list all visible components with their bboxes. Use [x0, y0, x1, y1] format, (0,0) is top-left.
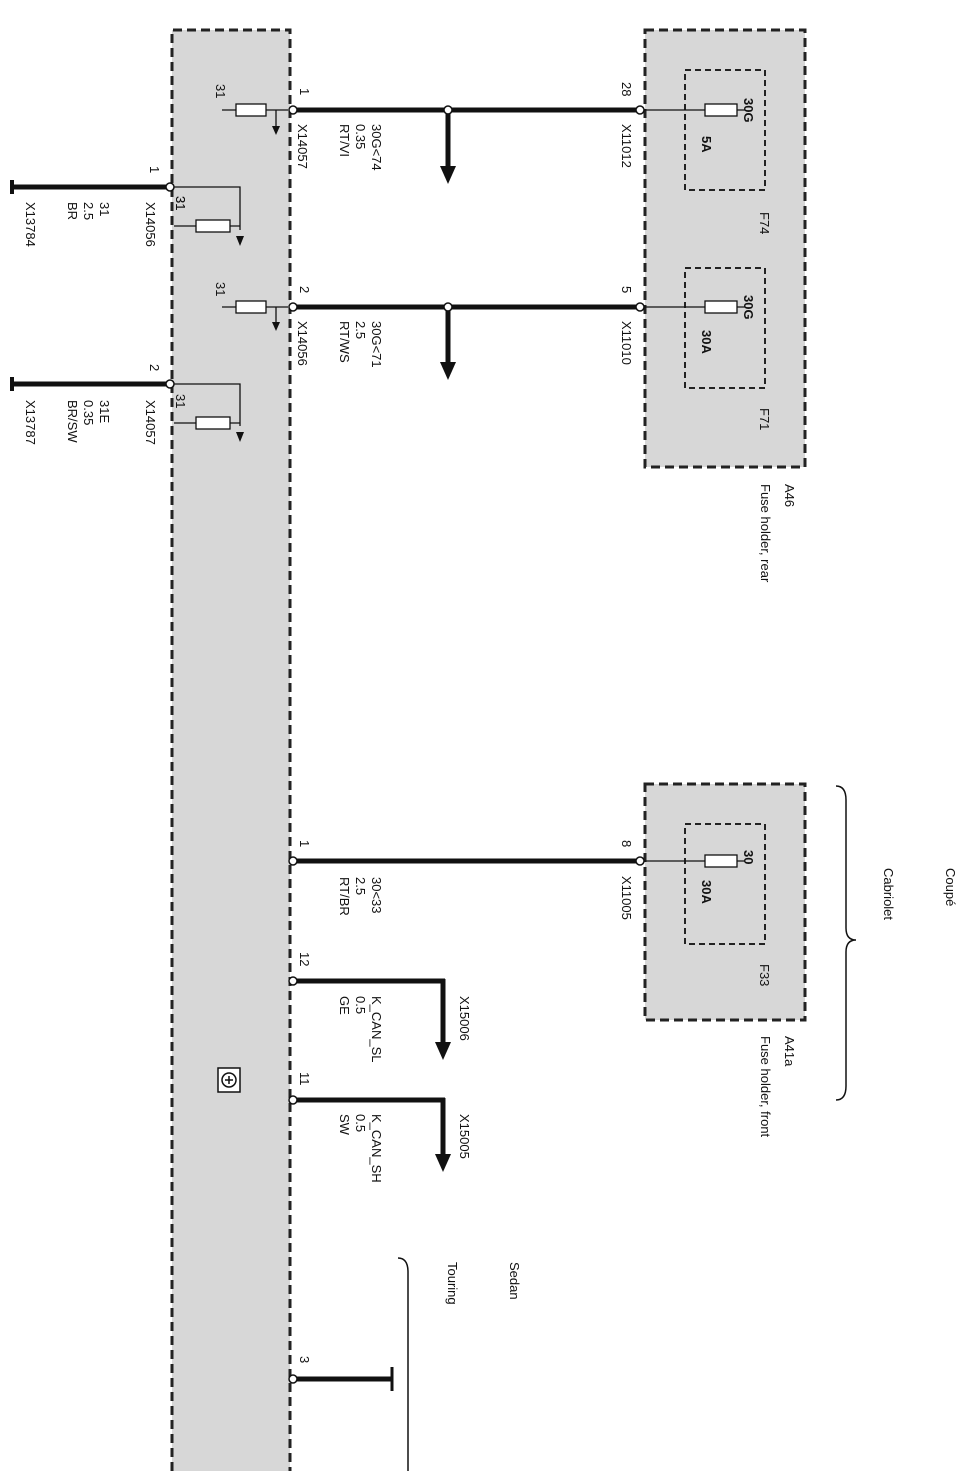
ground2-pin: 2 [147, 364, 162, 371]
ground1-ground: 31 [173, 196, 188, 210]
ground2-color: BR/SW [65, 400, 80, 443]
fuse-f33-icon [640, 854, 745, 868]
fuse-f74-rating: 5A [699, 136, 714, 153]
fuse-f71-connector: X11010 [619, 321, 634, 365]
fuse-f74-terminal: 30G [741, 98, 756, 123]
fuse-f71-icon [640, 300, 745, 314]
wire-30g-74 [288, 105, 645, 184]
variant-coupe: Coupé [943, 868, 958, 906]
resistor-pin1-icon [222, 103, 288, 135]
fuse-f33-rating: 30A [699, 880, 714, 904]
pin2-top-size: 2.5 [353, 321, 368, 339]
pin11-signal: K_CAN_SH [369, 1114, 384, 1183]
wire-k-can-sh [288, 1095, 451, 1172]
pin2-top-signal: 30G<71 [369, 321, 384, 368]
fuse-f74-id: F74 [757, 212, 772, 234]
pin12-number: 12 [297, 952, 312, 966]
pin1-top-connector: X14057 [295, 124, 310, 169]
brace-coupe-cabriolet [835, 785, 857, 1101]
pin3-number: 3 [297, 1356, 312, 1363]
ground2-size: 0.35 [81, 400, 96, 425]
fuse-f74-pin: 28 [619, 82, 634, 96]
pin12-color: GE [337, 996, 352, 1015]
ground1-end: X13784 [23, 202, 38, 247]
fuse-holder-front-id: A41a [782, 1036, 797, 1067]
wire-30-33 [288, 856, 645, 866]
pin1-top-size: 0.35 [353, 124, 368, 149]
fuse-holder-front [643, 782, 807, 1022]
ground2-signal: 31E [97, 400, 112, 423]
ground2-connector: X14057 [143, 400, 158, 445]
pin1-top-number: 1 [297, 88, 312, 95]
control-module [170, 28, 292, 1471]
pin1-mid-size: 2.5 [353, 877, 368, 895]
fuse-f71-rating: 30A [699, 330, 714, 354]
ground1-color: BR [65, 202, 80, 220]
pin12-connector: X15006 [457, 996, 472, 1041]
ground1-pin: 1 [147, 166, 162, 173]
fuse-f74-icon [640, 103, 745, 117]
pin1-mid-number: 1 [297, 840, 312, 847]
fuse-holder-rear-id: A46 [782, 484, 797, 507]
wire-30g-71 [288, 302, 645, 380]
pin11-connector: X15005 [457, 1114, 472, 1159]
pin11-size: 0.5 [353, 1114, 368, 1132]
ground-wire-1 [10, 180, 244, 246]
pin2-top-connector: X14056 [295, 321, 310, 366]
ground1-inner-ground: 31 [173, 196, 188, 210]
pin2-top-color: RT/WS [337, 321, 352, 363]
pin12-signal: K_CAN_SL [369, 996, 384, 1062]
fuse-f74-connector: X11012 [619, 124, 634, 168]
fuse-holder-rear-name: Fuse holder, rear [758, 484, 773, 583]
pin1-top-ground: 31 [213, 84, 228, 98]
fuse-f33-connector: X11005 [619, 876, 634, 920]
brace-sedan-touring [397, 1257, 409, 1471]
pin1-mid-signal: 30<33 [369, 877, 384, 914]
pin1-top-signal: 30G<74 [369, 124, 384, 171]
fuse-f33-id: F33 [757, 964, 772, 986]
ground2-ground: 31 [173, 394, 188, 408]
ground1-size: 2.5 [81, 202, 96, 220]
fuse-holder-rear [643, 28, 807, 469]
pin1-mid-color: RT/BR [337, 877, 352, 916]
ground2-end: X13787 [23, 400, 38, 445]
ground1-connector: X14056 [143, 202, 158, 247]
pin12-size: 0.5 [353, 996, 368, 1014]
wire-pin-3 [288, 1367, 394, 1391]
resistor-pin2-icon [222, 300, 288, 331]
fuse-f33-terminal: 30 [741, 850, 756, 864]
fuse-f33-pin: 8 [619, 840, 634, 847]
pin2-top-number: 2 [297, 286, 312, 293]
pin2-top-ground: 31 [213, 282, 228, 296]
fuse-f71-terminal: 30G [741, 295, 756, 320]
fuse-f71-pin: 5 [619, 286, 634, 293]
pin11-number: 11 [297, 1072, 312, 1086]
variant-touring: Touring [445, 1262, 460, 1305]
wire-k-can-sl [288, 976, 451, 1060]
fuse-holder-front-name: Fuse holder, front [758, 1036, 773, 1138]
ground1-signal: 31 [97, 202, 112, 216]
pin11-color: SW [337, 1114, 352, 1136]
fuse-f71-id: F71 [757, 408, 772, 430]
variant-cabriolet: Cabriolet [881, 868, 896, 920]
ground-wire-2 [10, 377, 244, 442]
pin1-top-color: RT/VI [337, 124, 352, 157]
variant-sedan: Sedan [507, 1262, 522, 1300]
